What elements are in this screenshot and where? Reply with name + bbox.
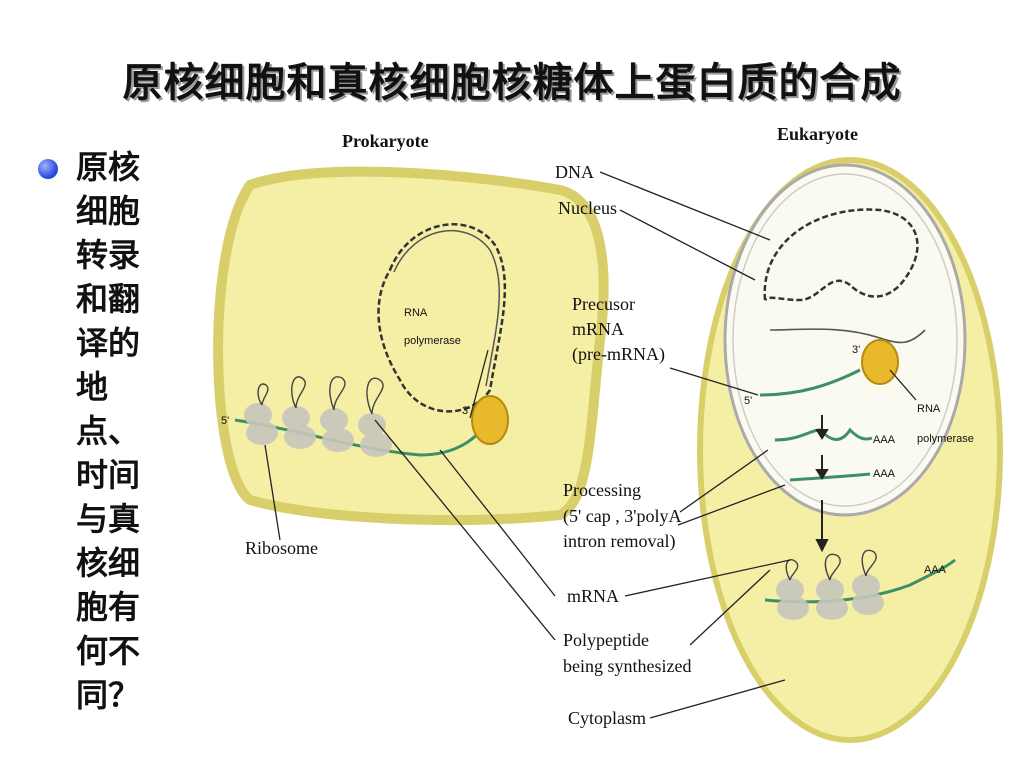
label-rna-pol-pro-2: polymerase <box>404 335 461 347</box>
label-polya-3: AAA <box>924 564 947 576</box>
label-5prime-pro: 5' <box>221 415 229 427</box>
label-polya-1: AAA <box>873 434 896 446</box>
prokaryote-cell <box>213 166 609 525</box>
bullet-text: 原核细胞转录和翻译的地点、时间与真核细胞有何不同？ <box>76 148 141 714</box>
label-polya-2: AAA <box>873 468 896 480</box>
label-dna: DNA <box>555 162 594 182</box>
label-mrna: mRNA <box>567 586 619 606</box>
eukaryote-title: Eukaryote <box>777 124 858 144</box>
label-polypeptide-1: Polypeptide <box>563 630 649 650</box>
label-3prime-euk: 3' <box>852 344 860 356</box>
label-rna-pol-euk-1: RNA <box>917 403 941 415</box>
label-cytoplasm: Cytoplasm <box>568 708 646 728</box>
prokaryote-title: Prokaryote <box>342 131 429 151</box>
leader-lines <box>264 171 917 719</box>
eukaryote-cell <box>697 157 1003 743</box>
label-ribosome: Ribosome <box>245 538 318 558</box>
bullet-dot-icon <box>38 159 58 179</box>
label-precursor-3: (pre-mRNA) <box>572 344 665 365</box>
label-5prime-euk: 5' <box>744 395 752 407</box>
label-processing-2: (5' cap , 3'polyA <box>563 506 681 527</box>
slide-title: 原核细胞和真核细胞核糖体上蛋白质的合成 <box>122 60 902 106</box>
label-nucleus: Nucleus <box>558 198 617 218</box>
label-3prime-pro: 3' <box>462 405 470 417</box>
label-rna-pol-euk-2: polymerase <box>917 433 974 445</box>
label-processing-3: intron removal) <box>563 531 675 552</box>
label-processing-1: Processing <box>563 480 641 500</box>
label-precursor-1: Precusor <box>572 294 635 314</box>
label-precursor-2: mRNA <box>572 319 624 339</box>
label-rna-pol-pro-1: RNA <box>404 307 428 319</box>
label-polypeptide-2: being synthesized <box>563 656 691 676</box>
